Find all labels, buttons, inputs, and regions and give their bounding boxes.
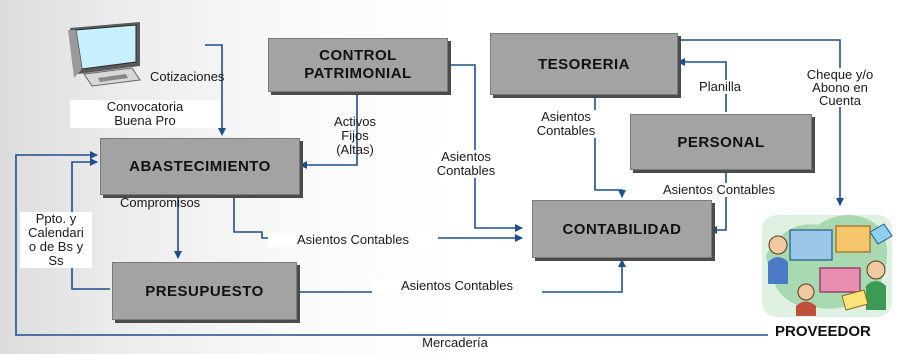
tesoreria-box: TESORERIA bbox=[490, 33, 678, 95]
label-asientos-presupuesto: Asientos Contables bbox=[372, 279, 542, 293]
control-patrimonial-box: CONTROL PATRIMONIAL bbox=[268, 38, 448, 92]
label-cheque-abono: Cheque y/o Abono en Cuenta bbox=[800, 68, 880, 107]
flow-personal-contabilidad bbox=[709, 170, 727, 234]
flow-cp-contabilidad bbox=[448, 64, 523, 232]
contabilidad-box: CONTABILIDAD bbox=[532, 200, 712, 258]
presupuesto-box: PRESUPUESTO bbox=[112, 262, 297, 320]
flow-cheque bbox=[678, 39, 844, 206]
computer-monitor-icon bbox=[68, 22, 141, 87]
label-activos-fijos: Activos Fijos (Altas) bbox=[334, 114, 376, 157]
flow-cotizaciones bbox=[205, 44, 226, 136]
flow-mercaderia bbox=[15, 151, 768, 336]
flow-tesoreria-contabilidad bbox=[594, 95, 626, 198]
label-mercaderia: Mercadería bbox=[410, 336, 500, 350]
label-compromisos: Compromisos bbox=[120, 195, 201, 210]
label-asientos-tesoreria: Asientos Contables bbox=[526, 110, 606, 138]
proveedor-label: PROVEEDOR bbox=[775, 323, 871, 340]
label-cotizaciones: Cotizaciones bbox=[150, 69, 225, 84]
label-asientos-control-patrimonial: Asientos Contables bbox=[430, 150, 502, 178]
office-people-clipart-icon bbox=[762, 214, 893, 317]
personal-box: PERSONAL bbox=[630, 114, 812, 170]
flow-planilla bbox=[677, 58, 727, 112]
abastecimiento-box: ABASTECIMIENTO bbox=[100, 138, 300, 195]
label-ppto-calendario: Ppto. y Calendari o de Bs y Ss bbox=[20, 212, 92, 268]
flow-activos-fijos bbox=[299, 92, 358, 169]
label-planilla: Planilla bbox=[690, 80, 750, 94]
label-convocatoria-buena-pro: Convocatoria Buena Pro bbox=[70, 100, 220, 128]
label-asientos-abastecimiento: Asientos Contables bbox=[268, 233, 438, 247]
label-asientos-personal: Asientos Contables bbox=[636, 183, 802, 197]
